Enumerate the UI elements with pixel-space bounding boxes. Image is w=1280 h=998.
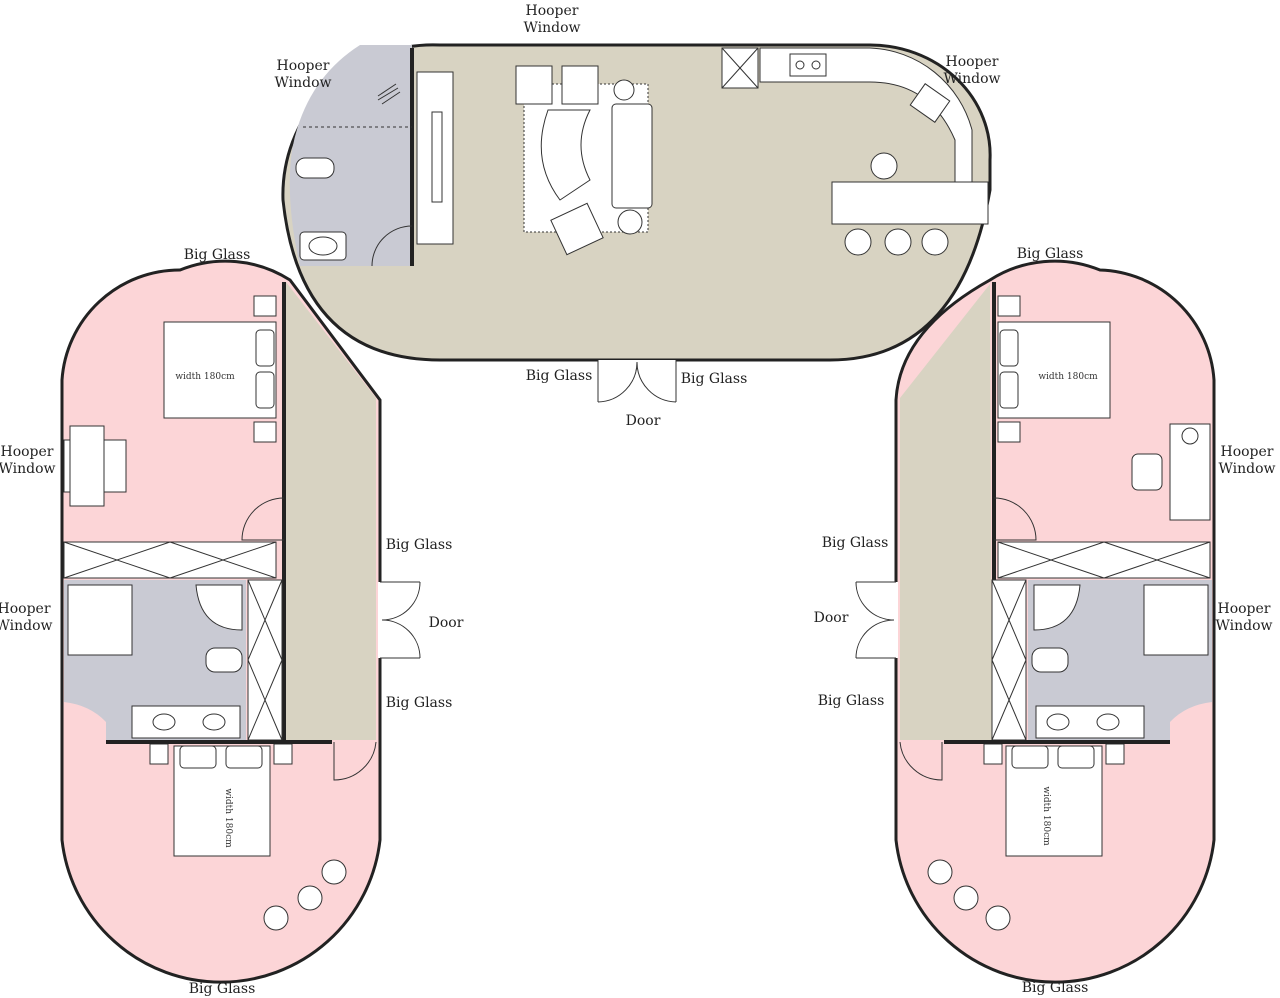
label-big-glass-right-wing-upper: Big Glass bbox=[822, 535, 889, 551]
wardrobe bbox=[63, 541, 277, 579]
wardrobe bbox=[997, 541, 1211, 579]
living-bathroom bbox=[289, 45, 412, 266]
bar-stool-icon bbox=[844, 228, 872, 256]
chair-icon bbox=[985, 905, 1011, 931]
left-wing bbox=[60, 259, 422, 984]
bathtub-icon bbox=[67, 584, 133, 656]
shower-icon bbox=[1033, 584, 1081, 631]
label-right-lower-window-line1: Hooper bbox=[1217, 601, 1270, 617]
label-left-lower-window-line2: Window bbox=[0, 618, 53, 634]
label-big-glass-bottom-right: Big Glass bbox=[1022, 980, 1089, 996]
left-corridor bbox=[286, 282, 376, 740]
label-big-glass-bottom-left: Big Glass bbox=[189, 981, 256, 997]
label-big-glass-left-top: Big Glass bbox=[184, 247, 251, 263]
label-left-upper-window-line2: Window bbox=[0, 461, 56, 477]
bed-width-right-lower: width 180cm bbox=[1041, 786, 1051, 846]
toilet-icon bbox=[1031, 647, 1069, 673]
side-door-icon bbox=[380, 581, 421, 659]
kitchen-sink-icon bbox=[909, 83, 951, 123]
bed-width-left-lower: width 180cm bbox=[223, 788, 233, 848]
chair-icon bbox=[1131, 453, 1163, 491]
toilet-icon bbox=[205, 647, 243, 673]
label-big-glass-right-wing-lower: Big Glass bbox=[818, 693, 885, 709]
bathtub-icon bbox=[1143, 584, 1209, 656]
bar-stool-icon bbox=[870, 152, 898, 180]
chair-icon bbox=[321, 859, 347, 885]
label-right-upper-window-line2: Window bbox=[1218, 461, 1275, 477]
desk-icon bbox=[1169, 423, 1211, 521]
label-big-glass-left-wing-upper: Big Glass bbox=[386, 537, 453, 553]
double-sink-icon bbox=[131, 705, 241, 739]
label-right-upper-window-line1: Hooper bbox=[1220, 444, 1273, 460]
right-wing bbox=[854, 259, 1216, 984]
bar-stool-icon bbox=[921, 228, 949, 256]
closet-icon bbox=[247, 579, 283, 741]
labels: Hooper Window Hooper Window Hooper Windo… bbox=[0, 3, 1276, 997]
chair-icon bbox=[263, 905, 289, 931]
shower-icon bbox=[195, 584, 243, 631]
double-sink-icon bbox=[1035, 705, 1145, 739]
bar-stool-icon bbox=[884, 228, 912, 256]
label-right-lower-window-line2: Window bbox=[1215, 618, 1272, 634]
label-top-right-window-line1: Hooper bbox=[945, 54, 998, 70]
label-big-glass-left-wing-lower: Big Glass bbox=[386, 695, 453, 711]
armchair-icon bbox=[515, 65, 553, 105]
label-top-left-window-line1: Hooper bbox=[276, 58, 329, 74]
label-top-window-line2: Window bbox=[523, 20, 580, 36]
label-top-left-window-line2: Window bbox=[274, 75, 331, 91]
bed-width-left-upper: width 180cm bbox=[175, 372, 235, 382]
front-door-icon bbox=[597, 360, 677, 403]
lamp-icon bbox=[617, 209, 643, 235]
toilet-icon bbox=[295, 157, 335, 179]
sofa-icon bbox=[611, 103, 653, 209]
label-big-glass-center-right: Big Glass bbox=[681, 371, 748, 387]
right-corridor bbox=[900, 284, 992, 740]
label-big-glass-center-left: Big Glass bbox=[526, 368, 593, 384]
coffee-table-icon bbox=[540, 109, 591, 201]
kitchen-counter bbox=[759, 47, 973, 183]
armchair-icon bbox=[561, 65, 599, 105]
label-top-right-window-line2: Window bbox=[943, 71, 1000, 87]
side-door-icon bbox=[855, 581, 896, 659]
label-door-right-wing: Door bbox=[814, 610, 849, 626]
bed-width-right-upper: width 180cm bbox=[1038, 372, 1098, 382]
label-top-window-line1: Hooper bbox=[525, 3, 578, 19]
label-door-left-wing: Door bbox=[429, 615, 464, 631]
label-left-lower-window-line1: Hooper bbox=[0, 601, 51, 617]
chair-icon bbox=[927, 859, 953, 885]
closet-icon bbox=[991, 579, 1027, 741]
armchair-icon bbox=[550, 202, 604, 256]
side-table-icon bbox=[953, 885, 979, 911]
label-big-glass-right-top: Big Glass bbox=[1017, 246, 1084, 262]
kitchen-island bbox=[831, 181, 989, 225]
living-module bbox=[281, 43, 992, 403]
label-door-center: Door bbox=[626, 413, 661, 429]
shower-icon bbox=[377, 83, 401, 105]
side-table-icon bbox=[297, 885, 323, 911]
label-left-upper-window-line1: Hooper bbox=[0, 444, 53, 460]
stove-icon bbox=[789, 53, 827, 77]
